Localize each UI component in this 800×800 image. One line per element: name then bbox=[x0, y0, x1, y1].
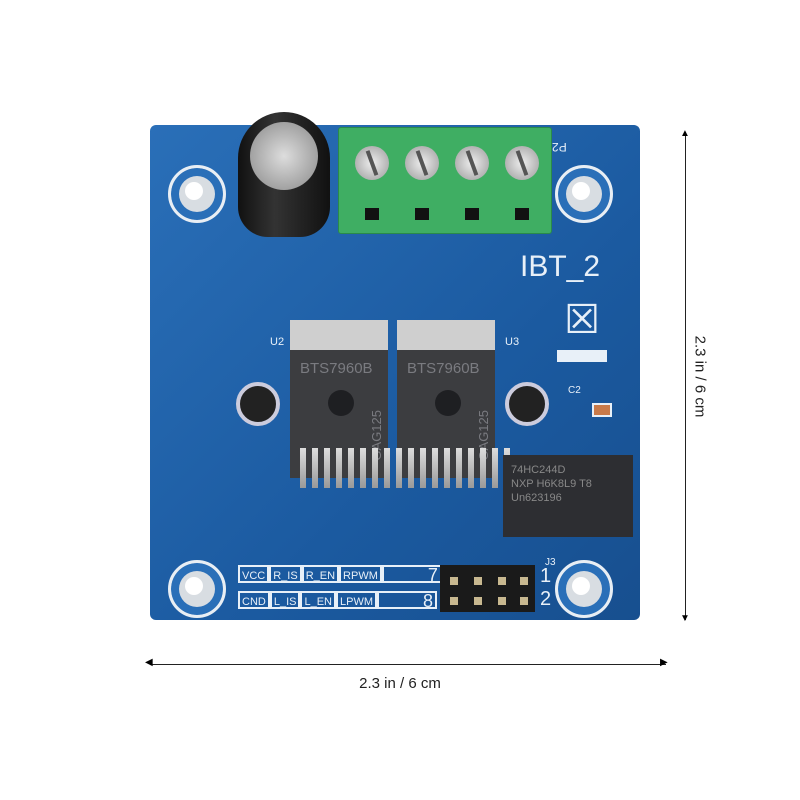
pin-label: VCC bbox=[238, 565, 270, 583]
screw-terminal bbox=[338, 127, 552, 234]
pin-number: 2 bbox=[540, 588, 552, 610]
pin-label: R_IS bbox=[269, 565, 302, 583]
header-ref: J3 bbox=[545, 557, 556, 568]
pin-header bbox=[440, 565, 535, 612]
pin-number: 7 bbox=[381, 565, 442, 584]
pin-label: CND bbox=[238, 591, 270, 609]
infineon-logo-icon bbox=[435, 390, 461, 416]
bts7960b-chip: BTS7960B GAG125 bbox=[290, 320, 388, 478]
mounting-hole bbox=[168, 165, 226, 223]
board-model-label: IBT_2 bbox=[520, 250, 601, 283]
chip-name: BTS7960B bbox=[300, 360, 373, 377]
ic-text: NXP H6K8L9 T8 bbox=[511, 478, 592, 490]
arrow-down-icon: ▼ bbox=[680, 613, 690, 624]
pin-label-row: VCC R_IS R_EN RPWM 7 bbox=[238, 565, 442, 584]
screw-icon bbox=[505, 146, 539, 180]
pin-label: LPWM bbox=[336, 591, 378, 609]
logic-ic: 74HC244D NXP H6K8L9 T8 Un623196 bbox=[503, 455, 633, 537]
screw-icon bbox=[236, 382, 280, 426]
ic-text: Un623196 bbox=[511, 492, 562, 504]
arrow-left-icon: ◀ bbox=[145, 657, 153, 668]
arrow-up-icon: ▲ bbox=[680, 128, 690, 139]
chip-name: BTS7960B bbox=[407, 360, 480, 377]
screw-icon bbox=[355, 146, 389, 180]
pin-label: L_IS bbox=[269, 591, 301, 609]
pin-number: 8 bbox=[377, 591, 438, 610]
arrow-right-icon: ▶ bbox=[660, 657, 668, 668]
chip-ref: U2 bbox=[270, 336, 285, 348]
mounting-hole bbox=[555, 560, 613, 618]
pin-label-row: CND L_IS L_EN LPWM 8 bbox=[238, 591, 438, 610]
width-label: 2.3 in / 6 cm bbox=[359, 675, 441, 692]
capacitor-ref: C2 bbox=[568, 385, 581, 396]
pin-label: R_EN bbox=[301, 565, 340, 583]
height-label: 2.3 in / 6 cm bbox=[691, 335, 709, 418]
infineon-logo-icon bbox=[328, 390, 354, 416]
screw-icon bbox=[505, 382, 549, 426]
ic-text: 74HC244D bbox=[511, 464, 566, 476]
weee-bin-icon: ☒ bbox=[564, 298, 600, 342]
width-dimension-line bbox=[150, 664, 666, 665]
height-dimension-line bbox=[685, 132, 686, 620]
chip-ref: U3 bbox=[505, 336, 520, 348]
mounting-hole bbox=[168, 560, 226, 618]
pin-number: 1 bbox=[540, 565, 552, 587]
pin-label: L_EN bbox=[300, 591, 337, 609]
terminal-ref: P2 bbox=[552, 140, 567, 154]
screw-icon bbox=[455, 146, 489, 180]
pin-label: RPWM bbox=[339, 565, 382, 583]
mounting-hole bbox=[555, 165, 613, 223]
electrolytic-capacitor bbox=[238, 112, 330, 237]
screw-icon bbox=[405, 146, 439, 180]
